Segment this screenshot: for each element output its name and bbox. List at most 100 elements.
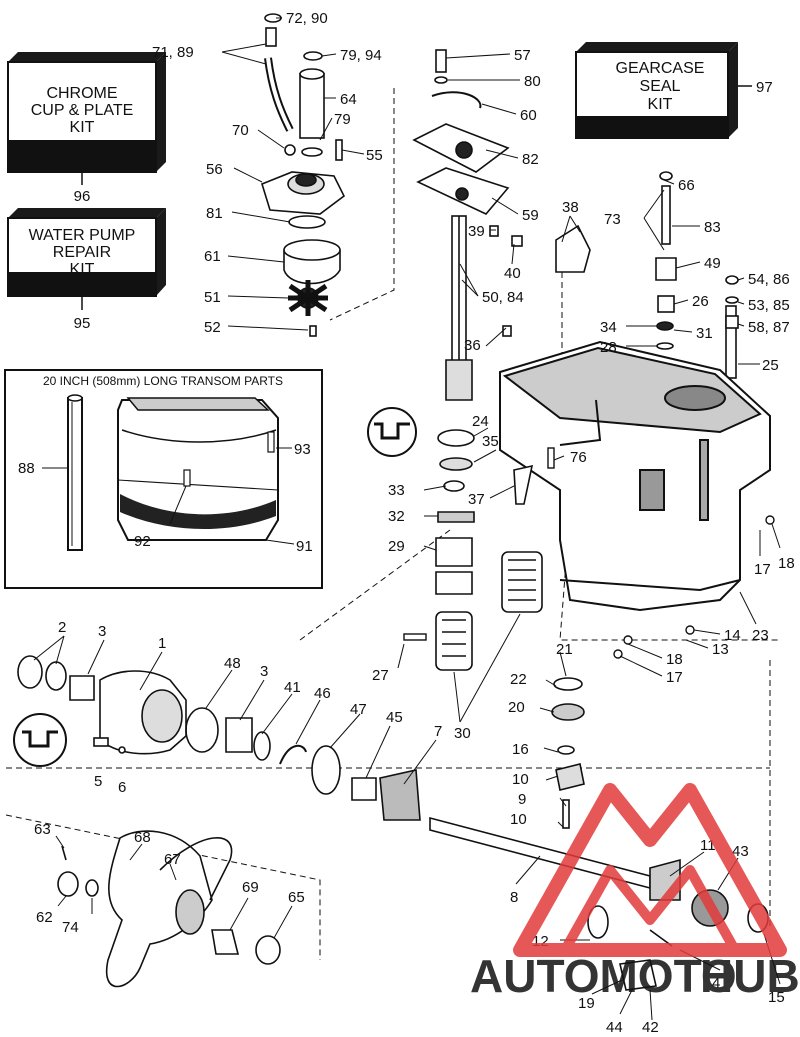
kit-ref-label: 97 bbox=[756, 79, 773, 96]
callout-label: 65 bbox=[288, 889, 305, 906]
callout-label: 23 bbox=[752, 627, 769, 644]
kit-title-line: GEARCASE bbox=[616, 60, 705, 77]
callout-label: 53, 85 bbox=[748, 297, 790, 314]
callout-label: 36 bbox=[464, 337, 481, 354]
kit-title-line: KIT bbox=[70, 119, 95, 136]
bearing-stack bbox=[435, 429, 534, 595]
impeller bbox=[288, 280, 328, 316]
callout-label: 27 bbox=[372, 667, 389, 684]
callout-label: 17 bbox=[666, 669, 683, 686]
callout-label: 69 bbox=[242, 879, 259, 896]
callout-label: 10 bbox=[512, 771, 529, 788]
callout-label: 14 bbox=[724, 627, 741, 644]
callout-label: 10 bbox=[510, 811, 527, 828]
kit-title-line: KIT bbox=[648, 96, 673, 113]
guide-lines bbox=[5, 88, 780, 960]
callout-label: 91 bbox=[296, 538, 313, 555]
callout-label: 59 bbox=[522, 207, 539, 224]
kit-title-line: WATER PUMP bbox=[29, 227, 136, 244]
kit-ref-label: 96 bbox=[74, 188, 91, 205]
callout-label: 76 bbox=[570, 449, 587, 466]
callout-label: 38 bbox=[562, 199, 579, 216]
kit-title-line: KIT bbox=[70, 261, 95, 278]
propshaft-group bbox=[17, 655, 769, 991]
callout-label: 47 bbox=[350, 701, 367, 718]
driveshaft-group bbox=[412, 49, 591, 401]
kit-title-line: REPAIR bbox=[53, 244, 111, 261]
callout-label: 50, 84 bbox=[482, 289, 524, 306]
callout-label: 26 bbox=[692, 293, 709, 310]
callout-label: 39 bbox=[468, 223, 485, 240]
callout-label: 2 bbox=[58, 619, 66, 636]
callout-label: 54, 86 bbox=[748, 271, 790, 288]
callout-label: 34 bbox=[600, 319, 617, 336]
callout-label: 56 bbox=[206, 161, 223, 178]
callout-label: 80 bbox=[524, 73, 541, 90]
callout-label: 37 bbox=[468, 491, 485, 508]
callout-label: 13 bbox=[712, 641, 729, 658]
callout-label: 51 bbox=[204, 289, 221, 306]
callout-label: 40 bbox=[504, 265, 521, 282]
kit-box-gearcase-seal: GEARCASE SEAL KIT 97 bbox=[575, 42, 773, 139]
callout-label: 70 bbox=[232, 122, 249, 139]
callout-label: 62 bbox=[36, 909, 53, 926]
callout-label: 60 bbox=[520, 107, 537, 124]
callout-label: 66 bbox=[678, 177, 695, 194]
callout-label: 74 bbox=[62, 919, 79, 936]
callout-label: 25 bbox=[762, 357, 779, 374]
callout-label: 3 bbox=[98, 623, 106, 640]
transom-parts-panel: 20 INCH (508mm) LONG TRANSOM PARTS 88 93… bbox=[4, 369, 323, 589]
callout-label: 29 bbox=[388, 538, 405, 555]
callout-label: 52 bbox=[204, 319, 221, 336]
callout-label: 17 bbox=[754, 561, 771, 578]
tube-part bbox=[67, 394, 83, 551]
callout-label: 6 bbox=[118, 779, 126, 796]
callout-label: 9 bbox=[518, 791, 526, 808]
water-pump-group bbox=[261, 13, 346, 337]
callout-label: 22 bbox=[510, 671, 527, 688]
callout-label: 58, 87 bbox=[748, 319, 790, 336]
kit-box-chrome-cup-plate: CHROME CUP & PLATE KIT 96 bbox=[7, 52, 166, 205]
watermark-text: AUTOMOTO bbox=[470, 950, 737, 1002]
callout-label: 18 bbox=[666, 651, 683, 668]
kit-title-line: SEAL bbox=[640, 78, 681, 95]
callout-label: 44 bbox=[606, 1019, 623, 1036]
callout-label: 24 bbox=[472, 413, 489, 430]
callout-label: 79 bbox=[334, 111, 351, 128]
callout-label: 63 bbox=[34, 821, 51, 838]
callout-label: 64 bbox=[340, 91, 357, 108]
callout-label: 35 bbox=[482, 433, 499, 450]
shift-stack bbox=[655, 171, 739, 379]
callout-labels bbox=[33, 17, 781, 1021]
callout-label: 15 bbox=[768, 989, 785, 1006]
callout-label: 32 bbox=[388, 508, 405, 525]
seal-inset bbox=[367, 407, 417, 457]
callout-label: 48 bbox=[224, 655, 241, 672]
kit-title-line: CUP & PLATE bbox=[31, 102, 134, 119]
callout-label: 28 bbox=[600, 339, 617, 356]
callout-label: 67 bbox=[164, 851, 181, 868]
callout-label: 68 bbox=[134, 829, 151, 846]
callout-label: 18 bbox=[778, 555, 795, 572]
callout-label: 83 bbox=[704, 219, 721, 236]
callout-label: 82 bbox=[522, 151, 539, 168]
callout-label: 30 bbox=[454, 725, 471, 742]
callout-label: 41 bbox=[284, 679, 301, 696]
callout-label: 5 bbox=[94, 773, 102, 790]
callout-label: 71, 89 bbox=[152, 44, 194, 61]
callout-label: 72, 90 bbox=[286, 10, 328, 27]
callout-label: 79, 94 bbox=[340, 47, 382, 64]
small-hardware bbox=[403, 447, 775, 659]
watermark-text: HUB bbox=[700, 950, 800, 1002]
callout-label: 31 bbox=[696, 325, 713, 342]
seal-inset-lower bbox=[13, 713, 67, 767]
callout-label: 93 bbox=[294, 441, 311, 458]
callout-label: 46 bbox=[314, 685, 331, 702]
callout-label: 43 bbox=[732, 843, 749, 860]
kit-ref-label: 95 bbox=[74, 315, 91, 332]
callout-label: 33 bbox=[388, 482, 405, 499]
callout-label: 55 bbox=[366, 147, 383, 164]
transom-title: 20 INCH (508mm) LONG TRANSOM PARTS bbox=[43, 374, 283, 388]
callout-label: 73 bbox=[604, 211, 621, 228]
callout-text-layer: 72, 90 71, 89 79, 94 64 79 70 55 56 81 6… bbox=[34, 10, 795, 1036]
